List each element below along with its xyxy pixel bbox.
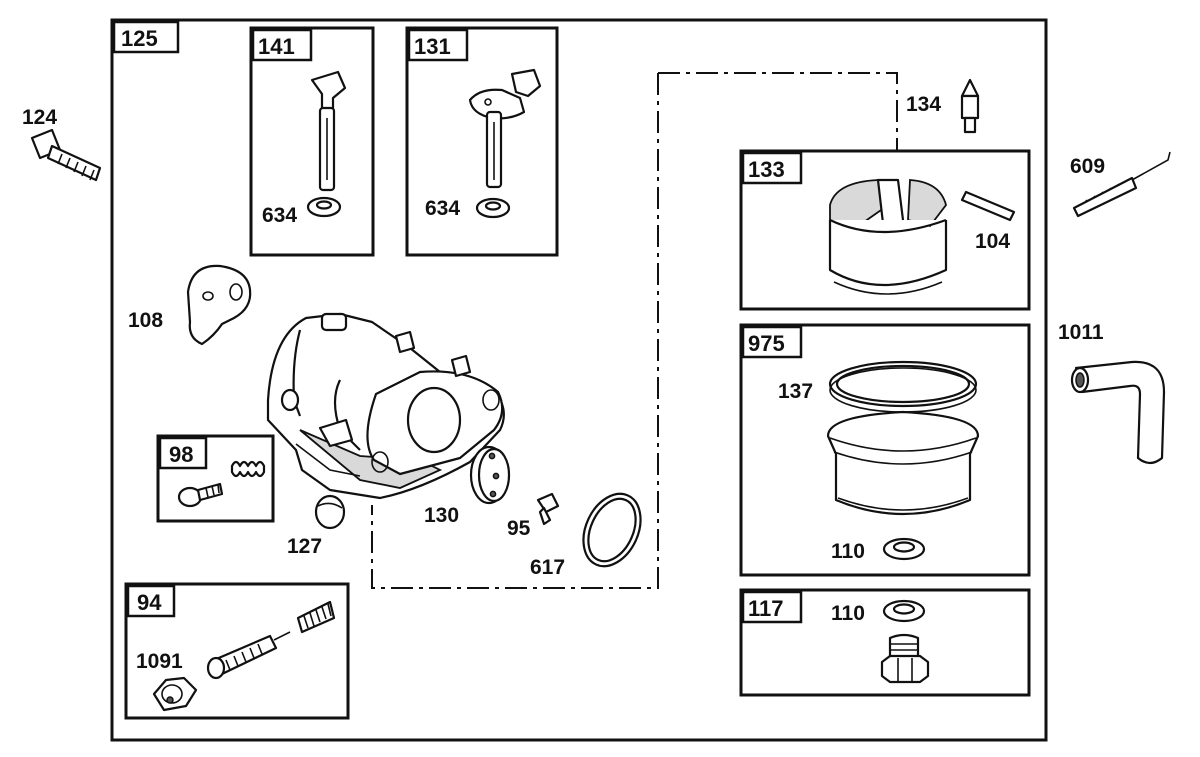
box-141: 141 634 <box>249 26 375 257</box>
svg-text:137: 137 <box>778 380 813 403</box>
fuel-path-line-vertical <box>371 73 659 589</box>
svg-text:95: 95 <box>507 517 531 540</box>
svg-text:617: 617 <box>530 556 565 579</box>
svg-text:1091: 1091 <box>136 650 183 673</box>
main-frame-125 <box>110 18 1048 742</box>
box-label-125: 125 <box>112 20 180 54</box>
svg-text:634: 634 <box>262 204 297 227</box>
spring-609-part <box>1072 151 1171 218</box>
fuel-hose-1011-part <box>1070 360 1166 465</box>
bowl-gasket-137-part <box>828 360 978 413</box>
svg-text:110: 110 <box>831 540 865 563</box>
svg-text:609: 609 <box>1070 155 1105 178</box>
float-part <box>828 178 948 295</box>
float-bowl-part <box>826 410 980 516</box>
svg-text:127: 127 <box>287 535 322 558</box>
svg-text:975: 975 <box>748 331 785 356</box>
svg-text:124: 124 <box>22 106 57 129</box>
box-975: 975 137 110 <box>739 323 1031 577</box>
box-98: 98 <box>156 434 275 523</box>
box-133: 133 104 <box>739 149 1031 311</box>
svg-text:131: 131 <box>414 34 451 59</box>
svg-text:110: 110 <box>831 602 865 625</box>
limiter-cap-1091-part <box>152 676 198 712</box>
svg-text:141: 141 <box>258 34 295 59</box>
washer-110b-part <box>882 599 926 623</box>
float-pin-104-part <box>960 190 1016 222</box>
box-94: 94 1091 <box>124 582 350 720</box>
throttle-shaft-part <box>468 68 542 189</box>
idle-spring-part <box>230 460 266 478</box>
idle-screw-part <box>177 482 224 508</box>
mixture-needle-part <box>206 631 291 680</box>
svg-text:94: 94 <box>137 590 162 615</box>
svg-text:130: 130 <box>424 504 459 527</box>
bolt-124-part <box>30 128 102 182</box>
welch-plug-130-part <box>469 445 511 505</box>
washer-110a-part <box>882 537 926 561</box>
svg-text:108: 108 <box>128 309 163 332</box>
plug-127-part <box>314 494 346 530</box>
svg-text:1011: 1011 <box>1058 321 1104 344</box>
box-131: 131 634 <box>405 26 559 257</box>
fuel-path-line <box>658 72 898 150</box>
screw-95-part <box>536 492 560 526</box>
washer-634b-part <box>475 197 511 219</box>
gasket-108-part <box>186 264 252 346</box>
mixture-spring-part <box>296 600 336 634</box>
svg-text:104: 104 <box>975 230 1010 253</box>
svg-text:125: 125 <box>121 26 158 51</box>
oring-617-part <box>582 492 642 568</box>
svg-text:133: 133 <box>748 157 785 182</box>
float-needle-134-part <box>960 78 980 134</box>
svg-text:634: 634 <box>425 197 460 220</box>
svg-text:117: 117 <box>748 596 784 621</box>
bowl-screw-part <box>880 633 930 684</box>
svg-text:98: 98 <box>169 442 193 467</box>
carburetor-body-part <box>266 312 505 500</box>
washer-634-part <box>306 196 342 218</box>
choke-shaft-part <box>310 70 347 192</box>
svg-text:134: 134 <box>906 93 941 116</box>
box-117: 117 110 <box>739 588 1031 697</box>
